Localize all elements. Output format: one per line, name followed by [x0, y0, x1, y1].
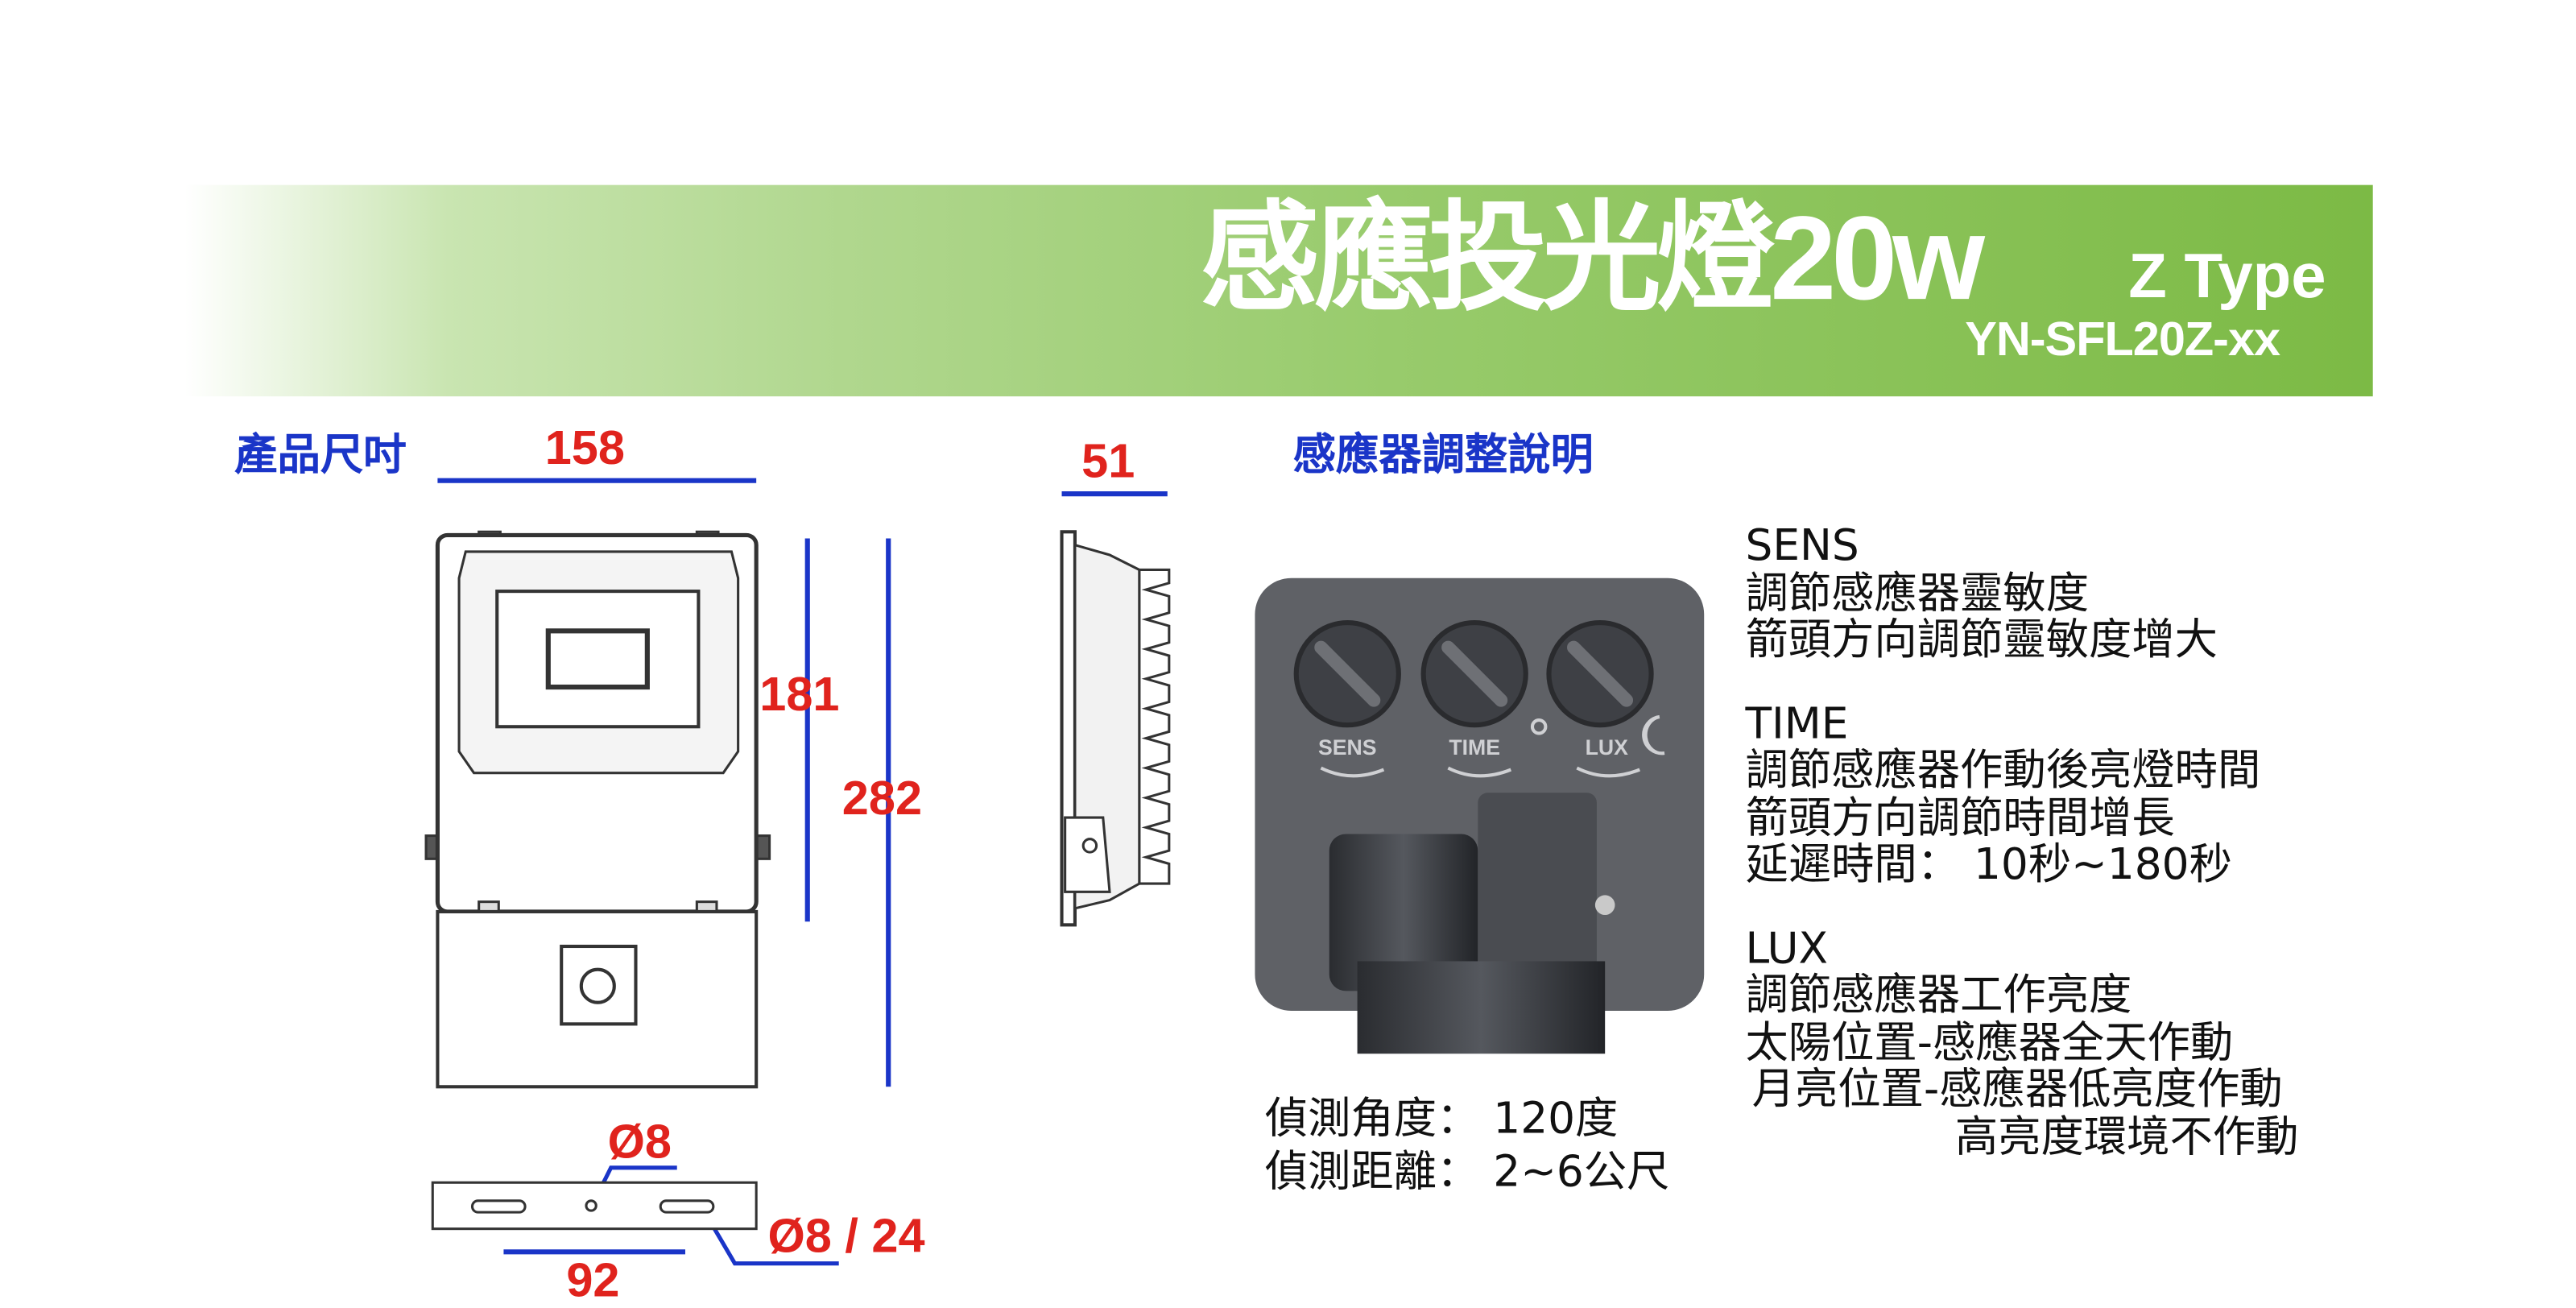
lux-line: 調節感應器工作亮度	[1745, 971, 2132, 1021]
sens-line: 箭頭方向調節靈敏度增大	[1745, 615, 2218, 666]
moon-icon	[1642, 714, 1665, 755]
depth-dimension-label: 51	[1081, 436, 1135, 489]
detection-angle: 偵測角度： 120度	[1264, 1095, 1619, 1145]
sens-knob-label: SENS	[1318, 735, 1377, 760]
time-line: 箭頭方向調節時間增長	[1745, 793, 2175, 843]
side-view-drawing	[1060, 530, 1171, 927]
lux-line: 月亮位置-感應器低亮度作動	[1751, 1065, 2283, 1116]
detection-range: 偵測距離： 2~6公尺	[1264, 1148, 1670, 1198]
product-title: 感應投光燈20w	[1200, 192, 1985, 325]
hole-diameter-label: Ø8	[607, 1116, 672, 1169]
sens-line: 調節感應器靈敏度	[1745, 569, 2090, 619]
sensor-description: SENS 調節感應器靈敏度 箭頭方向調節靈敏度增大 TIME 調節感應器作動後亮…	[1745, 524, 2298, 1161]
time-line: 延遲時間： 10秒~180秒	[1745, 840, 2232, 891]
lux-line: 太陽位置-感應器全天作動	[1745, 1018, 2234, 1068]
bracket-slot-right	[659, 1199, 715, 1214]
product-type: Z Type	[2128, 242, 2326, 313]
slot-leader-line	[705, 1214, 839, 1266]
dimensions-section-title: 產品尺吋	[234, 429, 407, 479]
bracket-width-label: 92	[566, 1255, 620, 1308]
bracket-slot-left	[470, 1199, 527, 1214]
slot-size-label: Ø8 / 24	[767, 1211, 925, 1264]
lux-knob-label: LUX	[1586, 735, 1629, 760]
bracket-drawing	[431, 1181, 758, 1231]
bracket-center-hole	[585, 1199, 597, 1212]
time-heading: TIME	[1745, 699, 1849, 749]
lux-heading: LUX	[1745, 924, 1829, 974]
front-view-drawing	[424, 530, 771, 1089]
sun-icon	[1530, 718, 1548, 735]
title-banner	[184, 184, 2373, 397]
time-knob-label: TIME	[1449, 735, 1500, 760]
width-dimension-label: 158	[544, 422, 625, 476]
sensor-section-title: 感應器調整說明	[1292, 429, 1594, 479]
product-model: YN-SFL20Z-xx	[1965, 313, 2280, 367]
lamp-height-dimension-label: 181	[759, 668, 840, 722]
sens-heading: SENS	[1745, 521, 1859, 572]
lux-line: 高亮度環境不作動	[1954, 1112, 2299, 1162]
time-line: 調節感應器作動後亮燈時間	[1745, 746, 2261, 797]
total-height-dimension-label: 282	[841, 772, 923, 826]
sensor-module-photo: SENS TIME LUX	[1255, 577, 1705, 1054]
